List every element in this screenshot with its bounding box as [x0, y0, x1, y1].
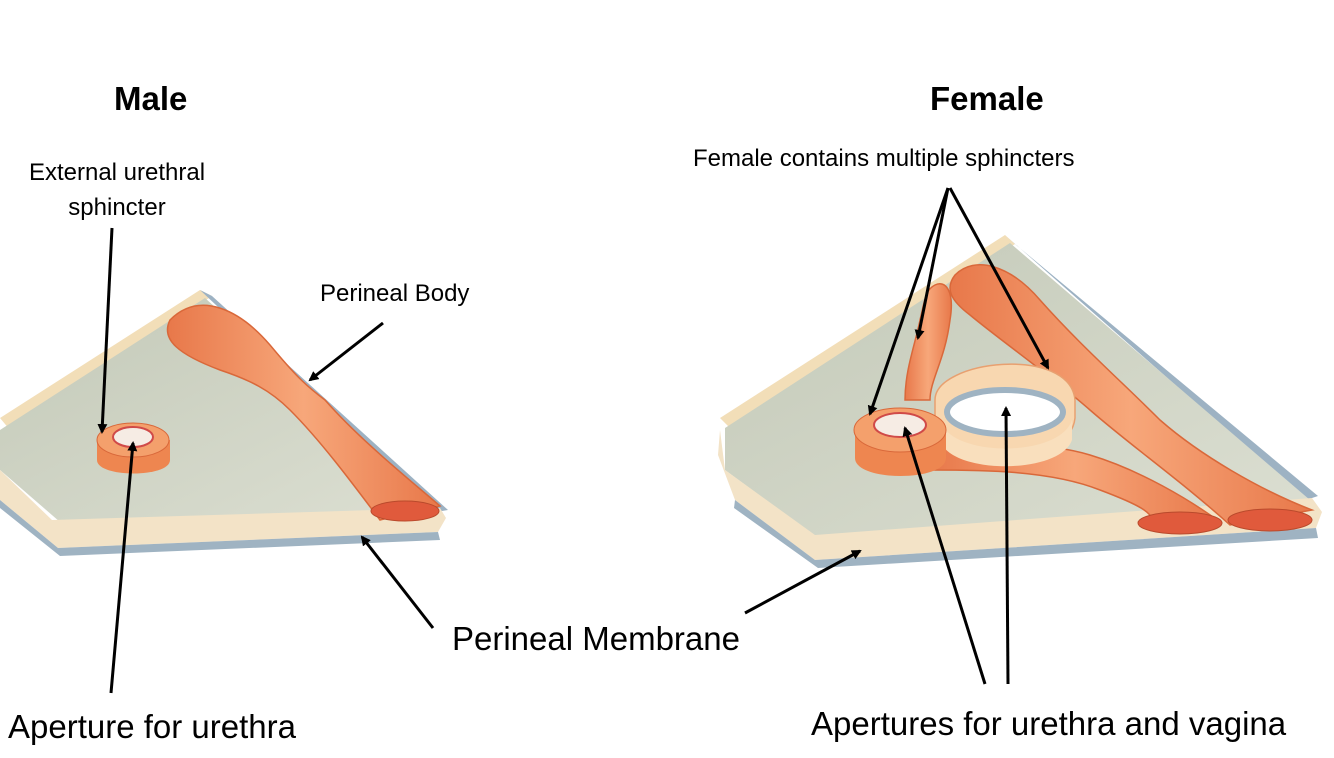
arrow-membrane-female — [744, 549, 862, 615]
arrow-aperture-vagina — [1001, 406, 1012, 685]
arrow-external-sphincter — [97, 227, 114, 434]
arrow-perineal-body — [308, 321, 384, 382]
arrow-sphincter-compressor — [914, 187, 950, 340]
external-urethral-sphincter-line2: sphincter — [68, 194, 166, 221]
female-urethral-sphincter — [853, 407, 947, 476]
arrow-membrane-male — [360, 535, 435, 629]
male-muscle-cut-end — [370, 500, 440, 522]
perineal-body-label: Perineal Body — [320, 280, 470, 307]
apertures-urethra-vagina-label: Apertures for urethra and vagina — [811, 705, 1287, 742]
arrow-aperture-female-urethra — [902, 426, 987, 685]
male-muscle-band — [166, 304, 442, 521]
external-urethral-sphincter-line1: External urethral — [28, 159, 206, 186]
female-membrane-front-rim — [734, 500, 1318, 568]
arrow-sphincter-urethral — [867, 187, 950, 416]
female-membrane-right-rim — [1005, 235, 1318, 500]
male-transverse-muscle — [166, 304, 442, 522]
arrow-aperture-urethra — [109, 441, 138, 694]
female-vaginal-ring-front — [940, 420, 1072, 467]
male-title: Male — [114, 80, 188, 117]
external-urethral-sphincter-label: External urethral sphincter — [12, 155, 222, 225]
female-title: Female — [930, 80, 1044, 117]
female-sphincters-label: Female contains multiple sphincters — [693, 145, 1075, 172]
female-right-muscle-band — [949, 264, 1315, 526]
male-membrane-front-rim — [0, 500, 440, 556]
perineal-membrane-label: Perineal Membrane — [452, 620, 740, 657]
arrow-sphincter-vaginal — [948, 187, 1050, 370]
male-membrane-front-edge — [0, 470, 446, 548]
arrows — [97, 187, 1050, 694]
aperture-urethra-label: Aperture for urethra — [8, 708, 296, 745]
female-urethra-aperture — [873, 412, 927, 438]
female-muscle-cut-end-left — [1137, 511, 1223, 535]
female-muscle-cut-end-right — [1227, 508, 1313, 532]
